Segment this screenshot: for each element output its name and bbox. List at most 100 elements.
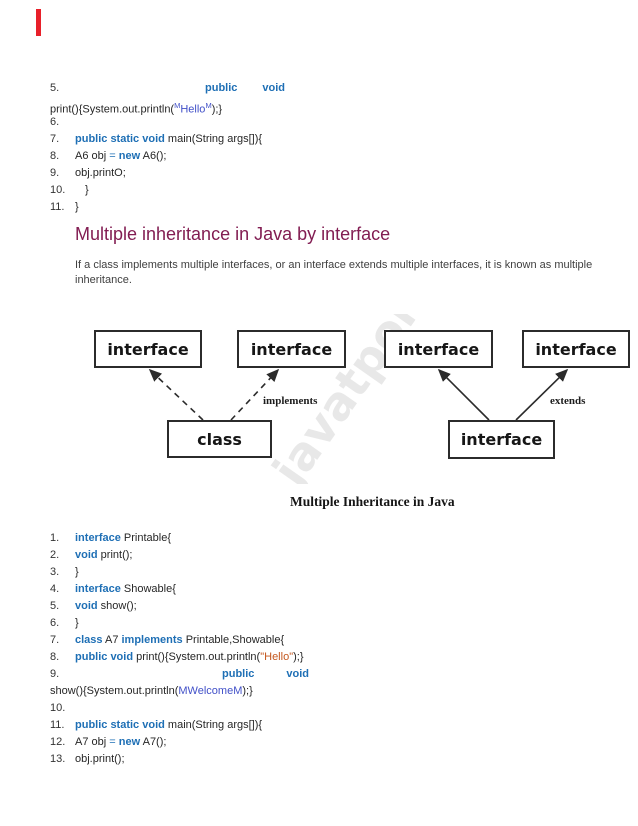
code-segment: show();: [97, 600, 137, 612]
diagram-box-interface-bottom: interface: [448, 420, 555, 459]
diagram-caption: Multiple Inheritance in Java: [290, 494, 455, 509]
diagram-arrows: [148, 368, 569, 421]
line-number: 9.: [50, 668, 60, 680]
code-segment: A6 obj: [75, 150, 110, 162]
code-segment: show(){System.out.println(: [50, 685, 179, 697]
diagram-box-interface-2: interface: [237, 330, 346, 368]
line-number: 8.: [50, 150, 60, 162]
diagram-box-interface-1: interface: [94, 330, 202, 368]
code-line: print(){System.out.println(MHelloM);}: [50, 97, 628, 116]
paragraph-line-2: inheritance.: [75, 273, 132, 286]
code-line: 10.}: [50, 182, 628, 199]
code-segment: );}: [293, 651, 304, 663]
code-line: 6.: [50, 114, 628, 131]
code-line: 12. A7 obj = new A7();: [50, 734, 628, 751]
code-segment: Showable{: [120, 583, 176, 595]
code-line: 11.}: [50, 199, 628, 216]
code-segment: main(String args[]){: [164, 133, 263, 145]
code-line: 10.: [50, 700, 628, 717]
code-segment: implements: [121, 634, 183, 646]
code-segment: interface: [75, 532, 121, 544]
diagram-box-interface-3: interface: [384, 330, 493, 368]
code-segment: print();: [97, 549, 133, 561]
inheritance-diagram: javatpoint interface interface interface…: [0, 314, 638, 484]
code-line: 7.public static void main(String args[])…: [50, 131, 628, 148]
code-segment: =: [109, 736, 116, 748]
line-number: 8.: [50, 651, 60, 663]
code-segment: interface: [75, 583, 121, 595]
code-line: 1. interface Printable{: [50, 530, 628, 547]
code-segment: obj.printO;: [75, 167, 126, 179]
code-segment: public: [222, 668, 255, 680]
code-line: 5. void show();: [50, 598, 628, 615]
code-line: 13.obj.print();: [50, 751, 628, 768]
code-segment: new: [118, 736, 141, 748]
code-segment: );}: [242, 685, 253, 697]
line-number: 7.: [50, 634, 60, 646]
extends-label: extends: [550, 395, 586, 407]
code-segment: print(){System.out.println(: [50, 103, 175, 116]
code-line: 2. void print();: [50, 547, 628, 564]
code-line: 9. obj.printO;: [50, 165, 628, 182]
line-number: 10.: [50, 184, 66, 196]
code-segment: MWelcomeM: [178, 685, 243, 697]
code-segment: A7 obj: [75, 736, 110, 748]
section-heading: Multiple inheritance in Java by interfac…: [75, 224, 391, 244]
code-segment: public void: [75, 651, 134, 663]
line-number: 12.: [50, 736, 66, 748]
extends-arrow-right: [515, 368, 569, 421]
line-number: 2.: [50, 549, 60, 561]
implements-arrow-left: [148, 368, 204, 421]
code-segment: }: [75, 201, 79, 213]
line-number: 11.: [50, 719, 65, 731]
extends-arrow-left: [437, 368, 490, 421]
line-number: 6.: [50, 116, 60, 128]
code-line: 4. interface Showable{: [50, 581, 628, 598]
code-segment: new: [118, 150, 141, 162]
diagram-box-class: class: [167, 420, 272, 458]
diagram-box-interface-4: interface: [522, 330, 630, 368]
red-marker: [36, 9, 41, 36]
code-line: 11. public static void main(String args[]…: [50, 717, 628, 734]
code-line: 8.public void print(){System.out.println…: [50, 649, 628, 666]
code-segment: public: [205, 82, 238, 94]
implements-arrow-right: [230, 368, 280, 421]
code-segment: }: [75, 566, 79, 578]
code-segment: void: [75, 549, 98, 561]
code-segment: void: [75, 600, 98, 612]
line-number: 4.: [50, 583, 60, 595]
code-line: 6.}: [50, 615, 628, 632]
code-segment: public static void: [75, 719, 165, 731]
paragraph-line-1: If a class implements multiple interface…: [75, 259, 593, 271]
line-number: 5.: [50, 82, 60, 94]
code-block-bottom: 1. interface Printable{ 2. void print(); 3.}…: [50, 530, 628, 768]
code-segment: A7();: [140, 736, 167, 748]
implements-label: implements: [263, 395, 318, 407]
code-segment: "Hello": [260, 651, 294, 663]
code-segment: =: [109, 150, 116, 162]
code-segment: }: [75, 617, 79, 629]
code-line: 3.}: [50, 564, 628, 581]
code-segment: Hello: [180, 103, 206, 116]
line-number: 9.: [50, 167, 60, 179]
code-segment: A7: [102, 634, 122, 646]
code-segment: A6();: [140, 150, 167, 162]
line-number: 1.: [50, 532, 60, 544]
code-line: show(){System.out.println(MWelcomeM);}: [50, 683, 628, 700]
code-segment: main(String args[]){: [164, 719, 263, 731]
line-number: 5.: [50, 600, 60, 612]
code-segment: }: [85, 184, 89, 196]
line-number: 6.: [50, 617, 60, 629]
code-segment: obj.print();: [75, 753, 125, 765]
code-line: 7.class A7 implements Printable,Showable…: [50, 632, 628, 649]
line-number: 11.: [50, 201, 65, 213]
code-segment: );}: [211, 103, 223, 116]
code-segment: Printable,Showable{: [182, 634, 285, 646]
code-segment: Printable{: [120, 532, 172, 544]
code-line: 8. A6 obj = new A6();: [50, 148, 628, 165]
line-number: 3.: [50, 566, 60, 578]
line-number: 7.: [50, 133, 60, 145]
